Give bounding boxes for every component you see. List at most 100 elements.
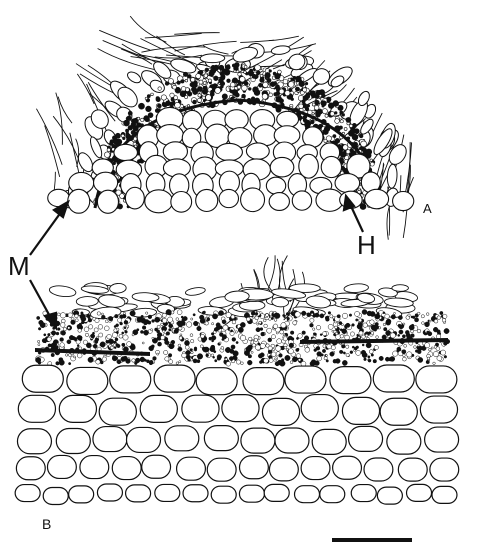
mantle-stipple	[104, 326, 109, 331]
mantle-stipple	[193, 321, 198, 326]
mantle-stipple	[342, 313, 347, 318]
cortical-cell	[97, 190, 118, 213]
mantle-stipple	[78, 329, 82, 333]
mantle-stipple	[165, 101, 170, 106]
mantle-stipple	[77, 324, 81, 328]
mantle-stipple	[56, 361, 60, 365]
mantle-stipple	[176, 87, 180, 91]
mantle-stipple	[334, 112, 337, 115]
mantle-stipple	[260, 74, 263, 77]
mantle-stipple	[324, 139, 327, 142]
mantle-stipple	[293, 76, 296, 79]
tissue-cell	[43, 487, 68, 504]
mantle-stipple	[305, 94, 310, 99]
tissue-cell	[16, 457, 45, 480]
mantle-stipple	[299, 81, 305, 87]
tissue-cell	[377, 487, 402, 504]
mantle-stipple	[418, 344, 420, 346]
mantle-stipple	[264, 358, 269, 363]
mantle-stipple	[222, 338, 224, 340]
mantle-stipple	[231, 345, 235, 349]
mantle-stipple	[312, 328, 315, 331]
mantle-stipple	[402, 350, 406, 354]
mantle-stipple	[305, 122, 311, 128]
mantle-stipple	[374, 328, 377, 331]
mantle-stipple	[190, 339, 193, 342]
mantle-stipple	[276, 96, 282, 102]
mantle-stipple	[166, 332, 170, 336]
mantle-stipple	[98, 325, 103, 330]
mantle-stipple	[128, 125, 133, 130]
mantle-stipple	[398, 334, 400, 336]
label-a: A	[423, 202, 432, 215]
mantle-stipple	[156, 97, 159, 100]
mantle-stipple	[124, 120, 130, 126]
mantle-stipple	[391, 315, 395, 319]
mantle-stipple	[147, 95, 150, 98]
mantle-stipple	[57, 313, 60, 316]
cortical-cell	[183, 110, 202, 130]
mantle-stipple	[291, 338, 294, 341]
tissue-cell	[112, 457, 141, 480]
mantle-stipple	[359, 134, 363, 138]
mantle-stipple	[379, 356, 383, 360]
tissue-cell	[420, 396, 457, 423]
mantle-stipple	[440, 311, 443, 314]
mantle-stipple	[161, 336, 165, 340]
mantle-stipple	[96, 360, 100, 364]
mantle-stipple	[437, 356, 442, 361]
mantle-stipple	[244, 65, 247, 68]
mantle-stipple	[94, 340, 97, 343]
mantle-stipple	[346, 345, 349, 348]
mantle-stipple	[390, 333, 395, 338]
tissue-cell	[349, 426, 383, 451]
hypha-strand	[156, 36, 184, 55]
mantle-stipple	[125, 129, 128, 132]
mantle-stipple	[340, 158, 343, 161]
mantle-stipple	[368, 356, 370, 358]
sheath-cell	[185, 286, 206, 296]
mantle-stipple	[305, 347, 310, 352]
mantle-stipple	[102, 357, 106, 361]
mantle-stipple	[402, 357, 406, 361]
mantle-stipple	[199, 70, 203, 74]
mantle-stipple	[404, 344, 407, 347]
mantle-stipple	[240, 77, 245, 82]
mantle-stipple	[325, 114, 328, 117]
cortical-cell	[216, 143, 243, 160]
mantle-stipple	[157, 353, 159, 355]
cortical-cell	[393, 191, 414, 210]
mantle-stipple	[134, 362, 137, 365]
mantle-stipple	[236, 341, 238, 343]
mantle-stipple	[180, 91, 186, 97]
sheath-cell	[387, 164, 398, 188]
mantle-stipple	[285, 90, 290, 95]
mantle-stipple	[51, 353, 55, 357]
mantle-stipple	[132, 334, 134, 336]
sheath-cell	[109, 283, 126, 294]
hypha-strand	[175, 41, 237, 51]
mantle-stipple	[274, 313, 277, 316]
mantle-stipple	[356, 350, 361, 355]
cortical-cell	[171, 191, 192, 212]
mantle-stipple	[38, 344, 40, 346]
mantle-stipple	[193, 314, 195, 316]
mantle-stipple	[60, 343, 65, 348]
mantle-stipple	[57, 328, 60, 331]
mantle-stipple	[422, 322, 425, 325]
mantle-stipple	[175, 102, 181, 108]
hypha-strand	[36, 109, 62, 165]
mantle-stipple	[75, 314, 79, 318]
mantle-stipple	[196, 89, 199, 92]
mantle-stipple	[264, 324, 268, 328]
sheath-cell	[392, 285, 409, 292]
mantle-stipple	[140, 330, 143, 333]
mantle-stipple	[155, 317, 160, 322]
mantle-stipple	[221, 346, 224, 349]
mantle-stipple	[127, 342, 132, 347]
tissue-cell	[425, 427, 459, 452]
mantle-stipple	[205, 68, 209, 72]
mantle-stipple	[197, 326, 202, 331]
mantle-stipple	[151, 329, 153, 331]
